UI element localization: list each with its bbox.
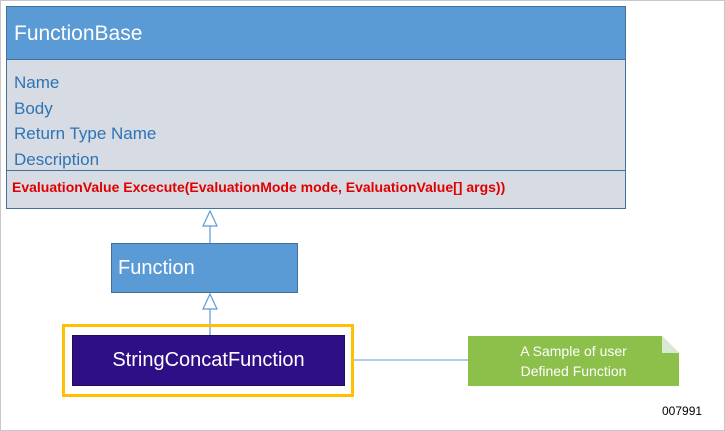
inheritance-arrowhead-function <box>202 292 218 310</box>
note-fold <box>662 336 679 353</box>
functionbase-attributes: Name Body Return Type Name Description <box>6 60 626 171</box>
note-shape <box>468 336 679 386</box>
note-line-1: A Sample of user <box>520 343 627 359</box>
stringconcat-highlight-border <box>62 324 354 397</box>
function-class-box: Function <box>111 243 298 293</box>
attribute-name: Name <box>14 73 60 92</box>
functionbase-method-execute: EvaluationValue Excecute(EvaluationMode … <box>6 171 626 209</box>
note-callout: A Sample of user Defined Function <box>468 336 679 386</box>
functionbase-class-title: FunctionBase <box>6 6 626 60</box>
attribute-body: Body <box>14 98 53 118</box>
attribute-return-type-name: Return Type Name <box>14 124 157 143</box>
note-text: A Sample of user Defined Function <box>468 336 679 386</box>
note-line-2: Defined Function <box>520 363 627 379</box>
inheritance-arrowhead-function-base <box>202 209 218 227</box>
stringconcatfunction-class-box: StringConcatFunction <box>72 335 345 386</box>
figure-id-label: 007991 <box>662 404 703 418</box>
attribute-description: Description <box>14 149 100 169</box>
